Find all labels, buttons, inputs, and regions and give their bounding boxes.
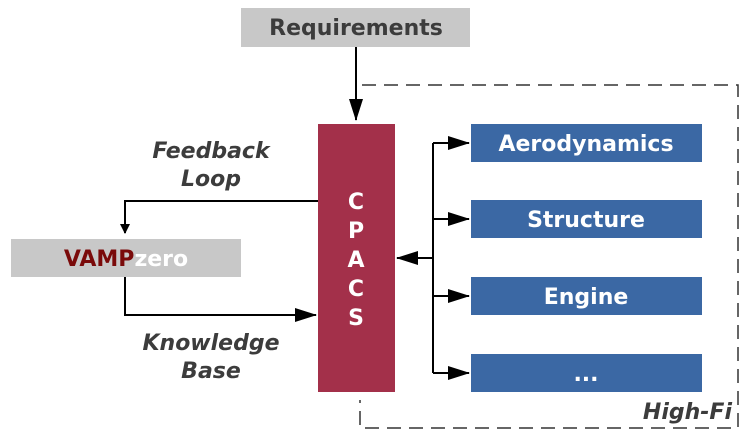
tool-label-aerodynamics: Aerodynamics (498, 132, 673, 157)
high-fi-region-border (359, 84, 739, 429)
high-fi-label: High-Fi (643, 400, 733, 425)
cpacs-letter-s: S (348, 306, 364, 331)
feedback-loop-arrow (120, 200, 318, 234)
vampzero-label-zero: zero (134, 247, 188, 272)
tool-label-more: ... (573, 362, 598, 387)
tool-box-structure (471, 200, 702, 238)
tool-box-more (471, 354, 702, 392)
knowledge-base-label-line2: Base (181, 359, 241, 384)
knowledge-base-arrow (124, 277, 317, 322)
cpacs-box (318, 124, 395, 392)
vampzero-label: VAMPzero (64, 247, 188, 272)
tool-box-engine (471, 277, 702, 315)
tool-label-engine: Engine (544, 285, 629, 310)
tool-label-structure: Structure (527, 208, 645, 233)
feedback-loop-label-line2: Loop (181, 167, 241, 192)
knowledge-base-label-line1: Knowledge (142, 331, 279, 356)
vampzero-box (11, 239, 241, 277)
cpacs-letter-a: A (347, 248, 364, 273)
requirements-label: Requirements (269, 16, 443, 41)
cpacs-letter-c1: C (348, 190, 364, 215)
feedback-loop-label-line1: Feedback (152, 139, 271, 164)
tool-box-aerodynamics (471, 124, 702, 162)
cpacs-letter-p: P (348, 219, 364, 244)
vampzero-label-vamp: VAMP (64, 247, 135, 272)
cpacs-letter-c2: C (348, 277, 364, 302)
requirements-box (241, 8, 470, 47)
